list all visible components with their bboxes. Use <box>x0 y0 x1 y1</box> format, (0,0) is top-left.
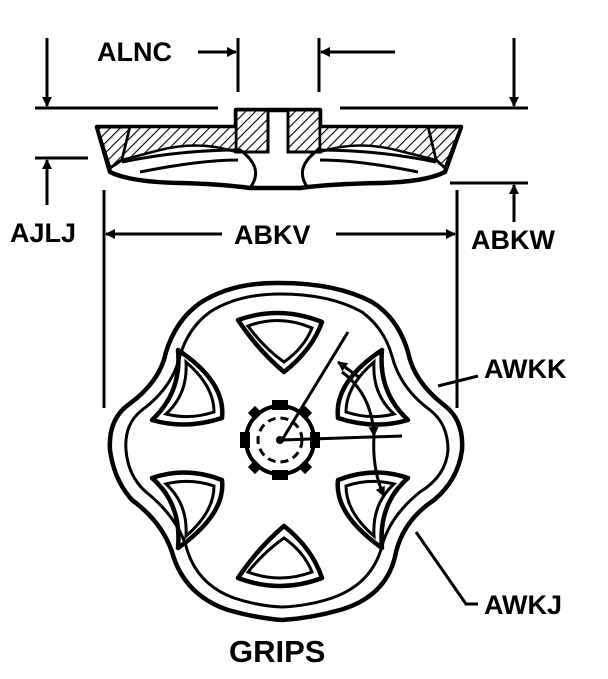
dimension-abkv: ABKV <box>102 190 459 408</box>
spoke-window-upper-right <box>335 347 411 427</box>
spoke-window-lower-left <box>149 470 225 551</box>
label-awkj: AWKJ <box>484 590 562 620</box>
dimension-ajlj: AJLJ <box>10 156 88 248</box>
label-abkv: ABKV <box>234 220 311 250</box>
dimension-overall-height <box>35 38 528 110</box>
side-section-view <box>94 107 464 191</box>
label-abkw: ABKW <box>471 225 555 255</box>
dimension-abkw: ABKW <box>450 181 555 255</box>
dimension-alnc: ALNC <box>97 37 395 92</box>
label-ajlj: AJLJ <box>10 218 76 248</box>
angle-construction <box>280 331 403 497</box>
handwheel-top-view <box>107 280 465 623</box>
leader-awkk: AWKK <box>437 354 567 388</box>
spoke-window-upper-left <box>149 347 225 427</box>
spoke-window-lower-right <box>335 470 411 551</box>
label-awkk: AWKK <box>484 354 567 384</box>
figure-caption: GRIPS <box>229 634 325 669</box>
spoke-window-bottom <box>235 523 325 589</box>
leader-awkj: AWKJ <box>414 531 562 620</box>
label-alnc: ALNC <box>97 37 172 67</box>
spoke-window-top <box>235 310 325 375</box>
